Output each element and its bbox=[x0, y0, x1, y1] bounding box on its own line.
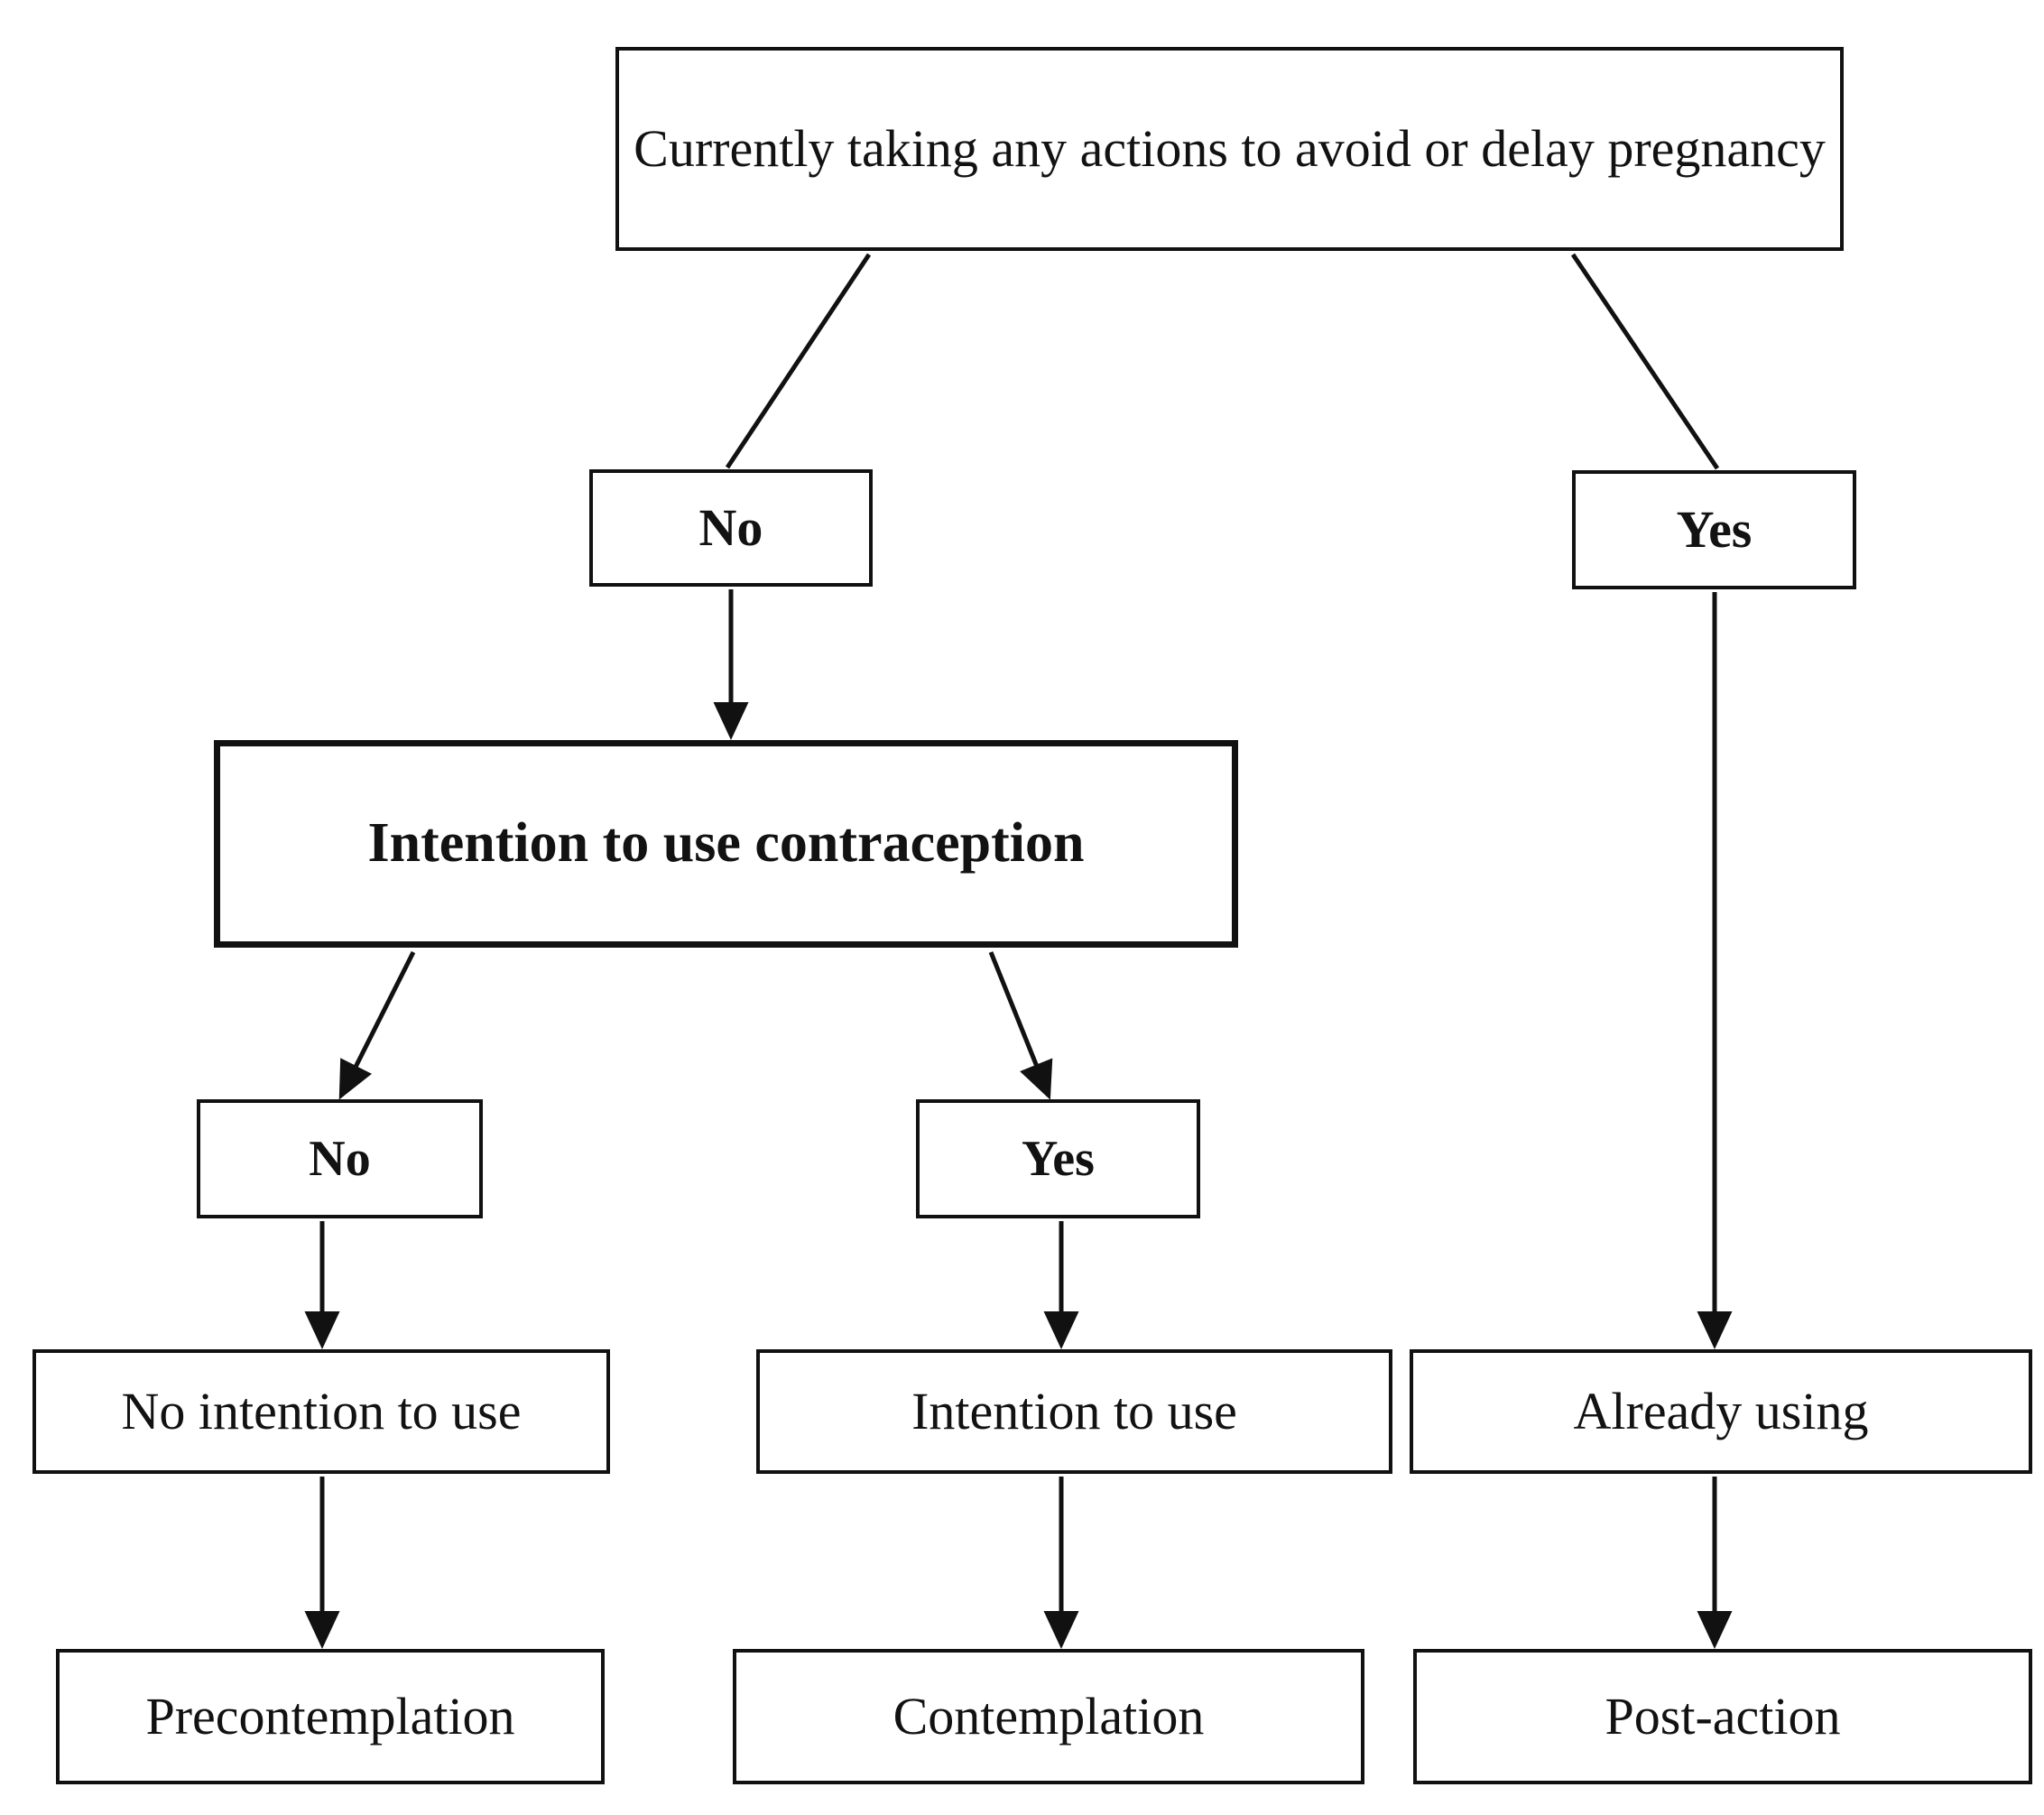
connector-intention-to-yes bbox=[988, 951, 1053, 1100]
node-root-no: No bbox=[589, 469, 873, 587]
connector-group bbox=[304, 253, 1733, 1649]
node-no-intention-to-use: No intention to use bbox=[32, 1349, 610, 1474]
node-intention-no: No bbox=[197, 1099, 483, 1218]
node-contemplation-label: Contemplation bbox=[893, 1686, 1205, 1746]
node-precontemplation: Precontemplation bbox=[56, 1649, 605, 1784]
node-post-action: Post-action bbox=[1413, 1649, 2032, 1784]
node-intention-to-use: Intention to use bbox=[756, 1349, 1392, 1474]
node-intention-yes: Yes bbox=[916, 1099, 1200, 1218]
node-intention-yes-label: Yes bbox=[1022, 1130, 1095, 1187]
node-already-using-label: Already using bbox=[1573, 1381, 1869, 1440]
node-intention-label: Intention to use contraception bbox=[367, 812, 1085, 875]
node-post-action-label: Post-action bbox=[1605, 1686, 1841, 1746]
node-intention-no-label: No bbox=[309, 1130, 371, 1187]
connector-intention-to-no bbox=[338, 950, 416, 1100]
node-root-no-label: No bbox=[698, 497, 763, 557]
node-intention-to-use-label: Intention to use bbox=[911, 1381, 1237, 1440]
node-already-using: Already using bbox=[1410, 1349, 2032, 1474]
node-root-yes-label: Yes bbox=[1676, 499, 1753, 559]
node-root: Currently taking any actions to avoid or… bbox=[615, 47, 1844, 251]
node-no-intention-to-use-label: No intention to use bbox=[121, 1381, 522, 1440]
node-contemplation: Contemplation bbox=[733, 1649, 1364, 1784]
node-intention-to-use-contraception: Intention to use contraception bbox=[214, 740, 1238, 948]
connector-root-to-no bbox=[725, 253, 872, 469]
node-precontemplation-label: Precontemplation bbox=[145, 1686, 515, 1746]
connector-root-to-yes bbox=[1570, 253, 1720, 470]
node-root-label: Currently taking any actions to avoid or… bbox=[634, 118, 1826, 178]
node-root-yes: Yes bbox=[1572, 470, 1856, 589]
